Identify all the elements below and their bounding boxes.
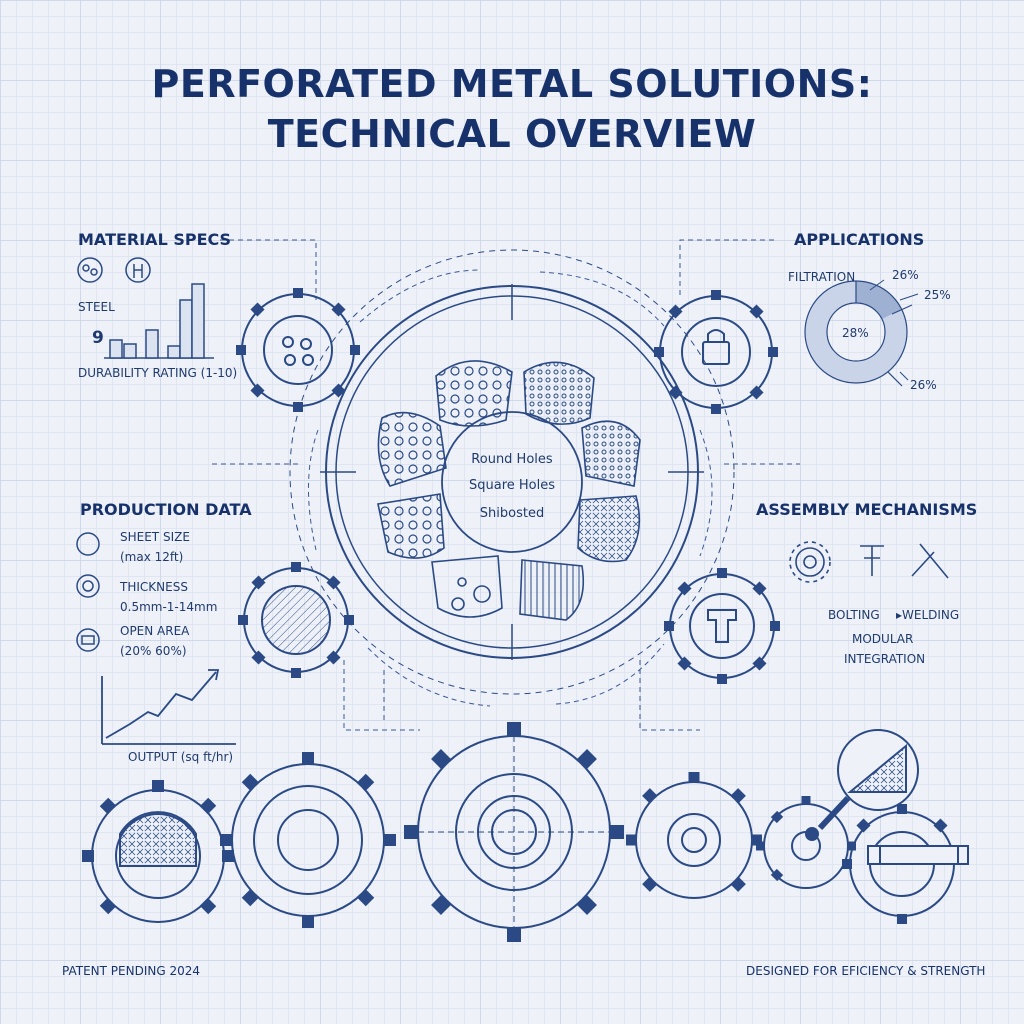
open-area-value: (20% 60%) bbox=[120, 644, 187, 658]
durability-bars bbox=[104, 283, 214, 359]
connectors bbox=[212, 239, 800, 731]
bottom-gears bbox=[82, 722, 969, 942]
applications-heading: APPLICATIONS bbox=[794, 230, 925, 249]
magnifier bbox=[805, 729, 919, 841]
hub-label-square-holes: Square Holes bbox=[468, 478, 555, 493]
production-icons bbox=[76, 532, 100, 652]
gear-assembly bbox=[664, 568, 780, 684]
durability-value: 9 bbox=[92, 328, 104, 348]
hub-label-embossed: Shibosted bbox=[479, 506, 545, 521]
bottom-gear-6 bbox=[842, 804, 969, 924]
material-specs-heading: MATERIAL SPECS bbox=[78, 230, 232, 249]
bottom-gear-1 bbox=[82, 780, 234, 923]
assembly-icons bbox=[789, 541, 949, 583]
material-label: STEEL bbox=[78, 300, 115, 314]
bottom-gear-2 bbox=[220, 752, 396, 928]
pct-b: 25% bbox=[924, 288, 951, 302]
footer-tagline: DESIGNED FOR EFICIENCY & STRENGTH bbox=[746, 964, 986, 978]
gear-production bbox=[238, 562, 354, 678]
footer-patent: PATENT PENDING 2024 bbox=[62, 964, 200, 978]
perforation-samples bbox=[377, 360, 641, 621]
filtration-label: FILTRATION bbox=[788, 270, 856, 284]
page-title-line-2: TECHNICAL OVERVIEW bbox=[267, 112, 757, 156]
page-title-line-1: PERFORATED METAL SOLUTIONS: bbox=[151, 62, 873, 106]
central-ring bbox=[289, 249, 735, 695]
welding-label: ▸WELDING bbox=[896, 608, 960, 622]
pct-c: 26% bbox=[910, 378, 937, 392]
sheet-size-label: SHEET SIZE bbox=[120, 530, 190, 544]
sheet-size-value: (max 12ft) bbox=[120, 550, 184, 564]
bottom-gear-3 bbox=[404, 722, 624, 942]
thickness-label: THICKNESS bbox=[120, 580, 188, 594]
material-icons bbox=[77, 257, 151, 283]
production-data-heading: PRODUCTION DATA bbox=[80, 500, 252, 519]
modular-line-2: INTEGRATION bbox=[844, 652, 926, 666]
bottom-gear-5 bbox=[756, 796, 856, 889]
bolting-label: BOLTING bbox=[828, 608, 880, 622]
durability-label: DURABILITY RATING (1-10) bbox=[78, 366, 238, 380]
open-area-label: OPEN AREA bbox=[120, 624, 190, 638]
pct-a: 26% bbox=[892, 268, 919, 282]
pct-center: 28% bbox=[842, 326, 869, 340]
bottom-gear-4 bbox=[626, 772, 762, 899]
gear-applications bbox=[654, 290, 778, 414]
gear-material bbox=[236, 288, 360, 412]
modular-line-1: MODULAR bbox=[852, 632, 914, 646]
output-label: OUTPUT (sq ft/hr) bbox=[128, 750, 234, 764]
applications-donut bbox=[804, 279, 919, 387]
assembly-heading: ASSEMBLY MECHANISMS bbox=[756, 500, 978, 519]
hub-label-round-holes: Round Holes bbox=[471, 452, 553, 467]
thickness-value: 0.5mm-1-14mm bbox=[120, 600, 218, 614]
output-line-chart bbox=[101, 669, 236, 745]
